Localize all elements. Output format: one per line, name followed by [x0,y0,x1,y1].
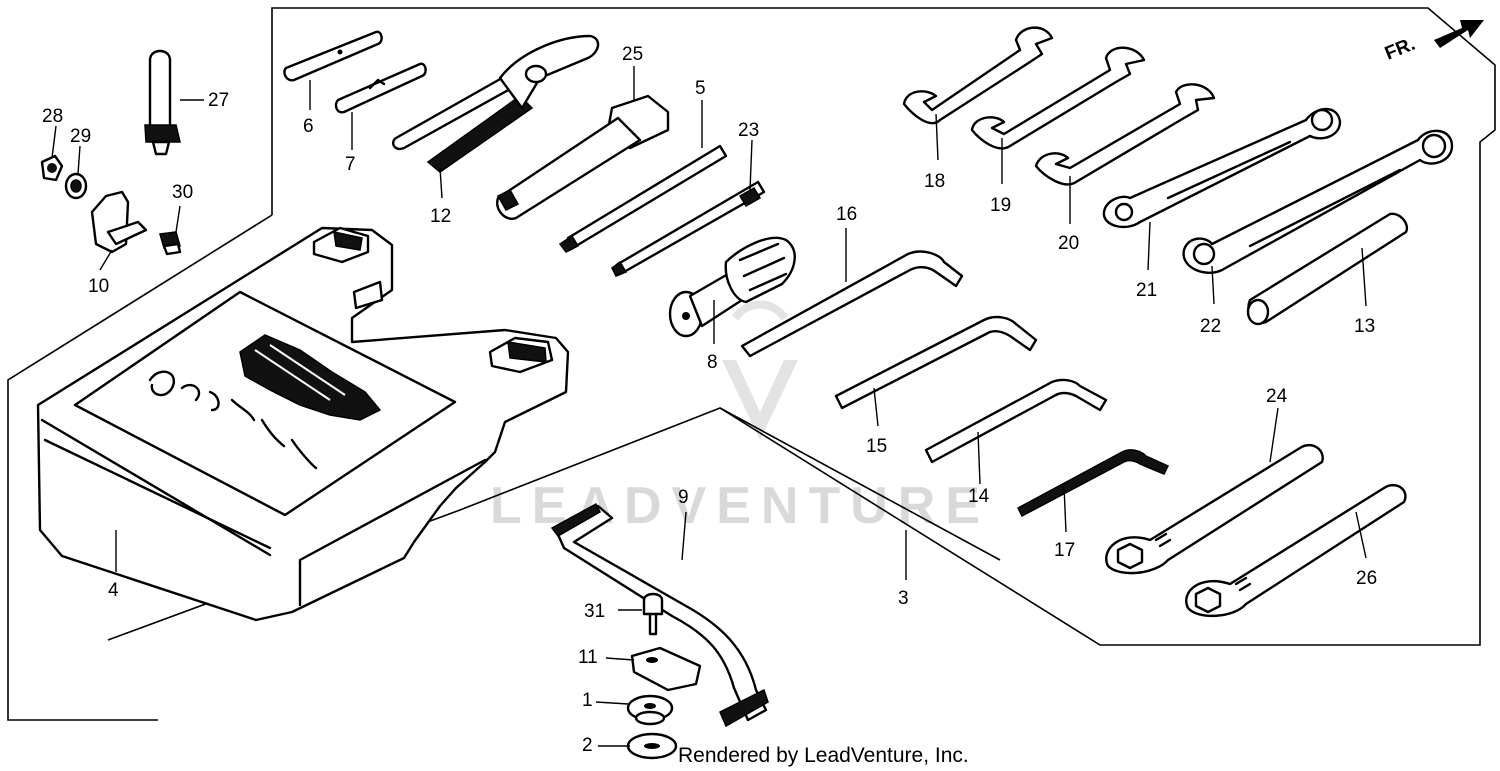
part-25-drawing [496,94,670,220]
part-24-drawing [1105,443,1324,575]
callout-14: 14 [968,486,990,507]
callout-23: 23 [738,120,759,141]
part-23-drawing [611,180,766,277]
part-17-drawing [1017,449,1170,518]
tool-kit-frame [7,7,1496,721]
callout-20: 20 [1058,233,1079,254]
part-13-drawing [1246,212,1409,326]
callout-31: 31 [584,601,605,622]
callout-12: 12 [430,206,451,227]
callout-9: 9 [678,487,689,508]
part-26-drawing [1185,483,1407,618]
callout-27: 27 [208,90,229,111]
part-29-drawing [64,172,88,200]
part-30-drawing [159,231,182,256]
part-6-drawing [283,30,383,82]
part-7-drawing [334,62,427,114]
part-31-drawing [642,592,664,636]
part-1-drawing [626,694,674,726]
part-15-drawing [834,315,1038,410]
callout-2: 2 [582,735,593,756]
callout-28: 28 [42,106,63,127]
callout-10: 10 [88,276,109,297]
part-8-drawing [668,236,796,338]
credit-text: Rendered by LeadVenture, Inc. [678,744,969,767]
callout-30: 30 [172,182,193,203]
leader-lines [51,66,1367,747]
tool-case-drawing [36,226,570,622]
part-16-drawing [740,250,964,358]
callout-3: 3 [898,588,909,609]
callout-6: 6 [303,116,314,137]
watermark-logo [722,300,798,440]
front-direction-label: FR. [1382,34,1418,65]
callout-29: 29 [70,126,91,147]
callout-15: 15 [866,436,887,457]
front-direction-arrow-icon [1434,20,1484,48]
callout-1: 1 [582,690,593,711]
callout-22: 22 [1200,316,1221,337]
part-2-drawing [626,732,678,760]
callout-7: 7 [345,154,356,175]
callout-18: 18 [924,171,945,192]
part-18-drawing [902,26,1054,125]
part-12-drawing [392,34,600,173]
part-19-drawing [970,46,1146,150]
part-22-drawing [1182,129,1454,274]
callout-19: 19 [990,195,1011,216]
callout-8: 8 [707,352,718,373]
part-11-drawing [630,646,702,692]
callout-13: 13 [1354,316,1375,337]
callout-11: 11 [578,647,598,668]
callout-21: 21 [1136,280,1157,301]
callout-17: 17 [1054,540,1075,561]
callout-4: 4 [108,580,119,601]
part-20-drawing [1034,83,1216,186]
part-28-drawing [40,154,64,182]
part-10-drawing [90,190,148,254]
callout-16: 16 [836,204,857,225]
callout-24: 24 [1266,386,1288,407]
callout-25: 25 [622,44,643,65]
part-21-drawing [1102,107,1342,229]
callout-5: 5 [695,78,706,99]
callout-26: 26 [1356,568,1377,589]
part-27-drawing [144,49,181,156]
part-9-drawing [550,502,769,728]
part-14-drawing [924,378,1108,464]
part-5-drawing [558,144,728,253]
